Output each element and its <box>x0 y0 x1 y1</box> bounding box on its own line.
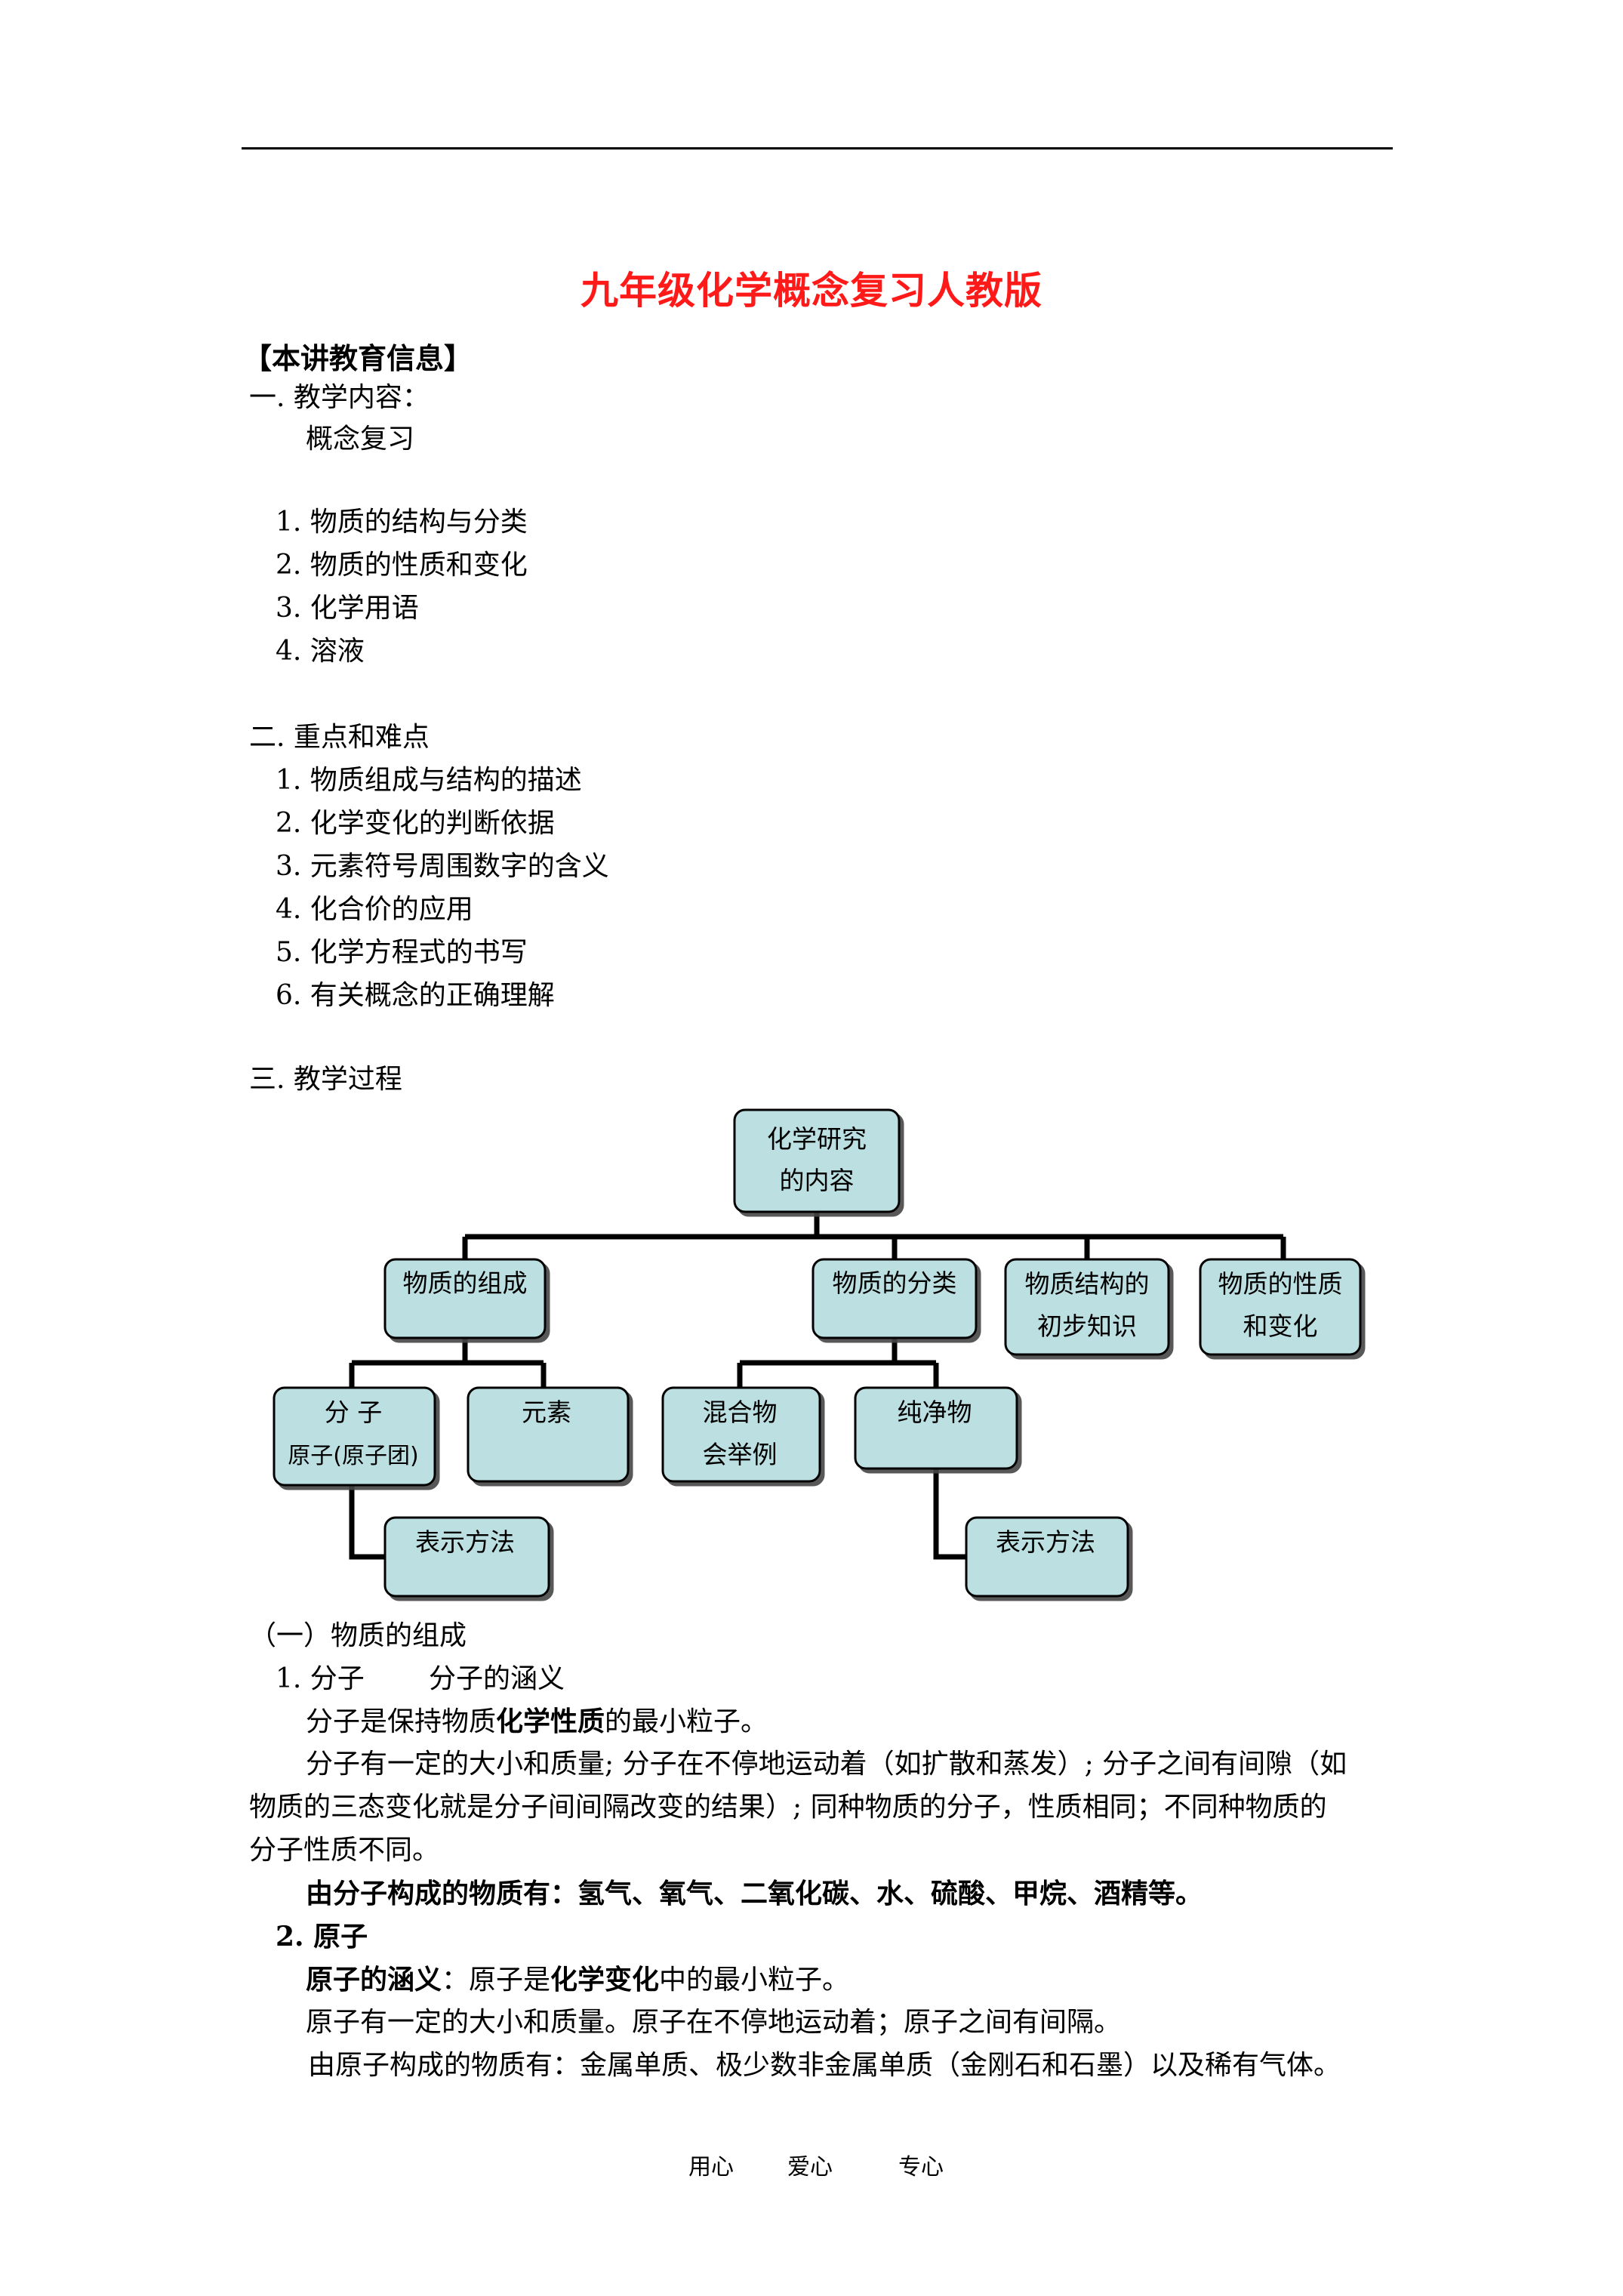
item2-label: 2. 原子 <box>276 1921 368 1952</box>
node-classification <box>812 1258 978 1339</box>
node-pure-label: 纯净物 <box>898 1398 972 1427</box>
node-pure <box>854 1386 1018 1470</box>
node-properties-label-1: 物质的性质 <box>1218 1269 1343 1299</box>
footer-word: 用心 <box>688 2154 734 2180</box>
node-molecule-label-2: 原子(原子团) <box>288 1443 418 1469</box>
node-structure-label-1: 物质结构的 <box>1025 1269 1150 1299</box>
node-root-label-1: 化学研究 <box>767 1124 867 1154</box>
section-header: 【本讲教育信息】 <box>243 341 473 375</box>
list-item: 5. 化学方程式的书写 <box>276 937 528 968</box>
item1-meaning: 分子的涵义 <box>429 1663 565 1694</box>
node-molecule <box>273 1386 436 1487</box>
node-mixture-label-2: 会举例 <box>703 1440 778 1469</box>
node-molecule-label-1: 分 子 <box>325 1398 383 1427</box>
list-item: 3. 元素符号周围数字的含义 <box>276 851 609 882</box>
paragraph-2-line-2: 物质的三态变化就是分子间间隔改变的结果）; 同种物质的分子，性质相同；不同种物质… <box>249 1792 1327 1823</box>
list-item: 6. 有关概念的正确理解 <box>276 980 555 1011</box>
document-title: 九年级化学概念复习人教版 <box>581 268 1042 313</box>
node-root-label-2: 的内容 <box>780 1166 855 1195</box>
footer-word: 专心 <box>898 2154 944 2180</box>
paragraph-6: 由原子构成的物质有：金属单质、极少数非金属单质（金刚石和石墨）以及稀有气体。 <box>308 2050 1341 2081</box>
paragraph-3: 由分子构成的物质有：氢气、氧气、二氧化碳、水、硫酸、甲烷、酒精等。 <box>306 1878 1203 1909</box>
footer-word: 爱心 <box>787 2154 833 2180</box>
part3-heading: 三. 教学过程 <box>249 1064 402 1095</box>
node-repr-right-label: 表示方法 <box>996 1527 1095 1557</box>
paragraph-5: 原子有一定的大小和质量。原子在不停地运动着；原子之间有间隔。 <box>306 2007 1122 2038</box>
part1-heading: 一. 教学内容： <box>249 382 430 413</box>
node-structure <box>1004 1258 1170 1356</box>
paragraph-1: 分子是保持物质化学性质的最小粒子。 <box>306 1706 768 1737</box>
node-composition-label: 物质的组成 <box>403 1268 528 1298</box>
paragraph-2-line-1: 分子有一定的大小和质量; 分子在不停地运动着（如扩散和蒸发）; 分子之间有间隙（… <box>306 1749 1347 1780</box>
list-item: 3. 化学用语 <box>276 593 419 624</box>
paragraph-4: 原子的涵义：原子是化学变化中的最小粒子。 <box>306 1964 850 1996</box>
node-structure-label-2: 初步知识 <box>1037 1311 1137 1341</box>
list-item: 2. 化学变化的判断依据 <box>276 808 555 839</box>
node-repr-left <box>383 1516 550 1598</box>
part2-heading: 二. 重点和难点 <box>249 722 430 753</box>
list-item: 1. 物质组成与结构的描述 <box>276 765 582 796</box>
node-classification-label: 物质的分类 <box>833 1268 957 1298</box>
node-composition <box>383 1258 547 1339</box>
list-item: 4. 溶液 <box>276 636 365 667</box>
sub-heading: （一）物质的组成 <box>249 1620 467 1651</box>
paragraph-2-line-3: 分子性质不同。 <box>249 1835 440 1866</box>
node-element <box>467 1386 630 1483</box>
node-properties <box>1199 1258 1362 1356</box>
node-mixture-label-1: 混合物 <box>703 1398 778 1427</box>
header-rule <box>242 147 1393 149</box>
node-element-label: 元素 <box>522 1398 571 1427</box>
list-item: 2. 物质的性质和变化 <box>276 550 528 581</box>
list-item: 1. 物质的结构与分类 <box>276 507 528 538</box>
part1-subtitle: 概念复习 <box>306 424 415 455</box>
node-repr-left-label: 表示方法 <box>415 1527 515 1557</box>
list-item: 4. 化合价的应用 <box>276 894 473 925</box>
node-mixture <box>661 1386 821 1483</box>
node-repr-right <box>965 1516 1129 1598</box>
item1-label: 1. 分子 <box>276 1663 365 1694</box>
node-root <box>733 1108 901 1213</box>
node-properties-label-2: 和变化 <box>1243 1311 1318 1341</box>
